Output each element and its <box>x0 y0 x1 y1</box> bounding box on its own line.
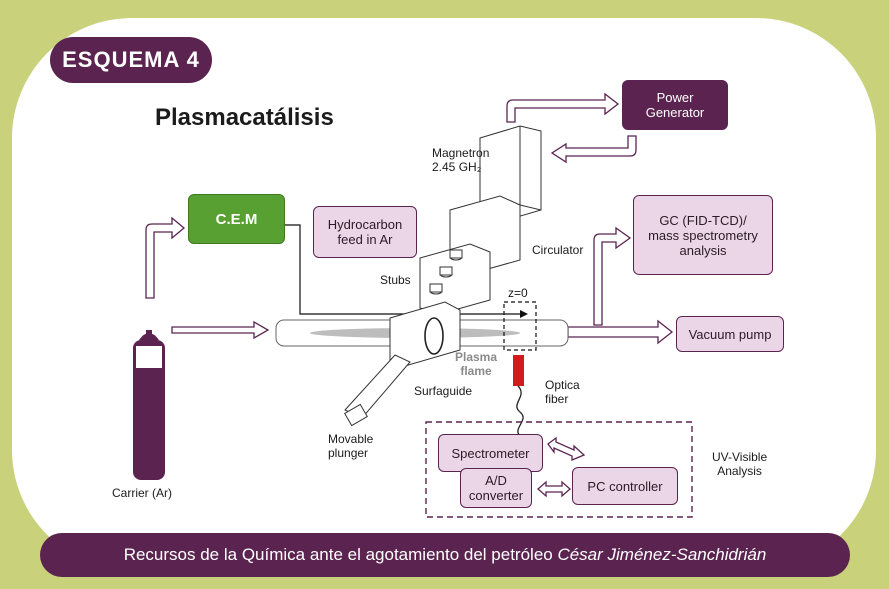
footer-banner: Recursos de la Química ante el agotamien… <box>40 533 850 577</box>
surfaguide-label: Surfaguide <box>414 384 473 398</box>
diagram-title: Plasmacatálisis <box>155 104 334 131</box>
plunger-end <box>344 403 368 427</box>
uv-visible-label: UV-Visible Analysis <box>712 450 768 478</box>
z0-dashed-box <box>503 301 537 351</box>
ad-converter-box: A/D converter <box>460 468 532 508</box>
magnetron-label: Magnetron 2.45 GH₂ <box>432 146 490 174</box>
feed-arrowhead <box>520 310 528 318</box>
gc-box: GC (FID-TCD)/ mass spectrometry analysis <box>633 195 773 275</box>
movable-plunger-label: Movable plunger <box>328 432 374 460</box>
scheme-tag: ESQUEMA 4 <box>50 37 212 83</box>
plasma-flame-label: Plasma flame <box>455 350 498 378</box>
arrow-tube-to-vacuum <box>567 319 674 345</box>
footer-text: Recursos de la Química ante el agotamien… <box>123 545 558 564</box>
optical-fiber-cable <box>516 385 524 437</box>
hydrocarbon-box: Hydrocarbon feed in Ar <box>313 206 417 258</box>
optica-fiber-label: Optica fiber <box>545 378 580 406</box>
arrow-carrier-to-cem <box>145 216 186 299</box>
power-generator-box: Power Generator <box>622 80 728 130</box>
pc-controller-box: PC controller <box>572 467 678 505</box>
arrow-spectrometer-pc <box>547 436 586 461</box>
z0-label: z=0 <box>508 286 528 300</box>
arrow-ad-pc <box>537 480 571 498</box>
vacuum-pump-box: Vacuum pump <box>676 316 784 352</box>
spectrometer-box: Spectrometer <box>438 434 543 472</box>
arrow-magnetron-to-power <box>506 92 620 123</box>
stubs-section <box>419 243 491 315</box>
gas-cylinder <box>133 330 165 480</box>
circulator-label: Circulator <box>532 243 584 257</box>
waveguide <box>344 125 542 427</box>
stubs-label: Stubs <box>380 273 411 287</box>
arrow-tube-to-gc <box>593 226 632 326</box>
footer-author: César Jiménez-Sanchidrián <box>557 545 767 564</box>
coupling-ring <box>424 317 444 355</box>
optical-fiber-probe <box>513 355 524 386</box>
arrow-power-to-magnetron <box>550 135 637 164</box>
arrow-carrier-to-tube <box>171 320 270 340</box>
carrier-label: Carrier (Ar) <box>112 486 172 500</box>
cem-box: C.E.M <box>188 194 285 244</box>
uv-visible-frame <box>425 421 693 518</box>
